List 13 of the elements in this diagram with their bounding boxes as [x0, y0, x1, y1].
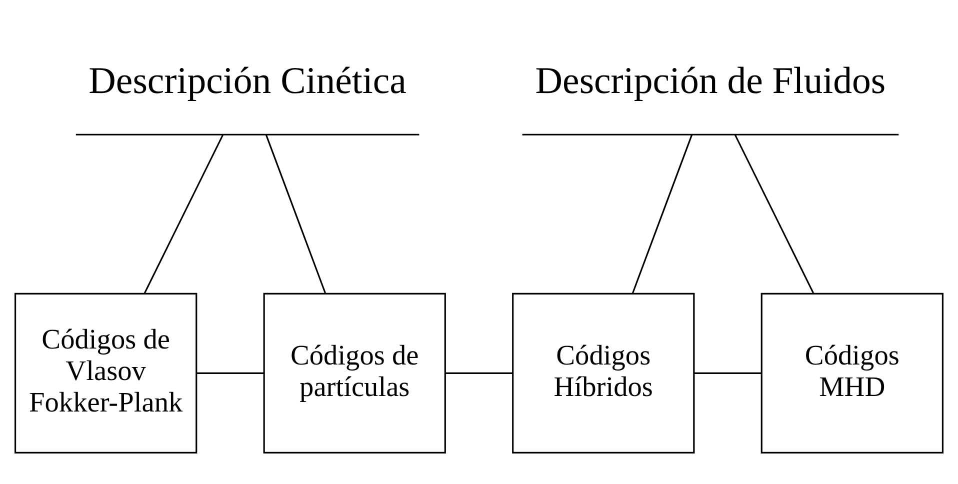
node-box: Códigos de partículas	[263, 292, 446, 453]
connector	[445, 372, 513, 374]
connector	[265, 134, 326, 293]
connector	[632, 134, 693, 293]
node-box: Códigos Híbridos	[512, 292, 695, 453]
connector	[144, 134, 224, 293]
node-text: Descripción de Fluidos	[535, 60, 886, 102]
node-text: Descripción Cinética	[88, 60, 406, 102]
connector	[694, 372, 762, 374]
connector	[734, 134, 814, 293]
connector	[196, 372, 264, 374]
node-box: Códigos de Vlasov Fokker-Plank	[14, 292, 198, 453]
node-box: Códigos MHD	[760, 292, 944, 453]
